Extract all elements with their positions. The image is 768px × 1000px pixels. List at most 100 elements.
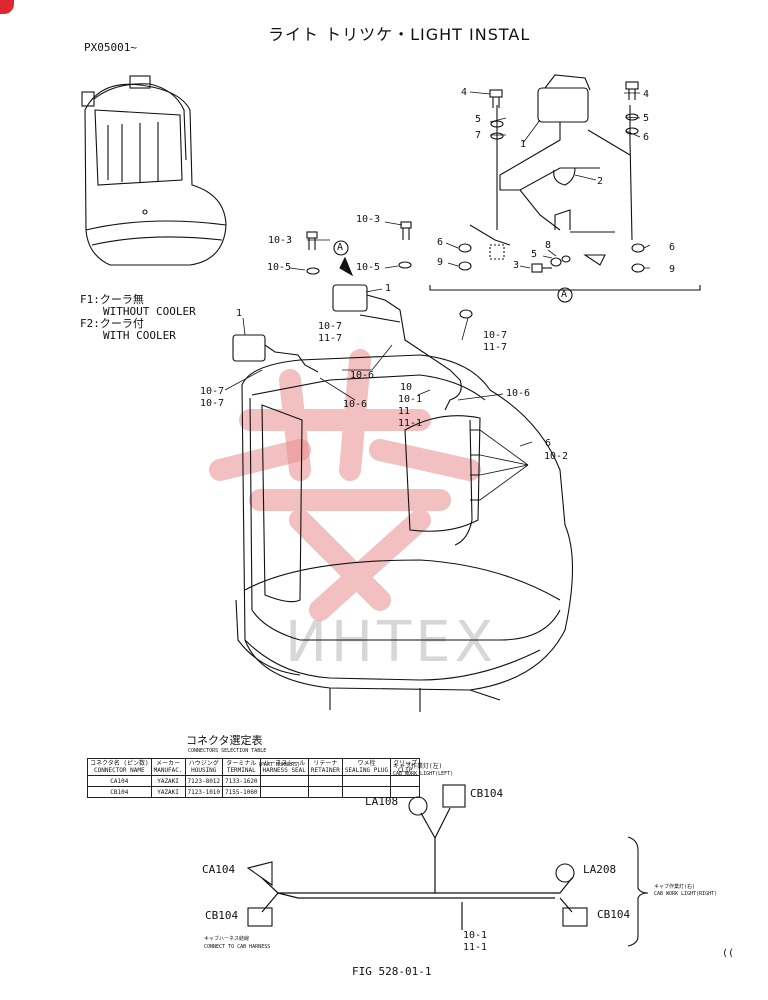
cab-main	[235, 354, 573, 712]
table-cell	[390, 786, 421, 798]
washer-10-5-right	[398, 261, 412, 269]
table-row: CB104 YAZAKI 7123-1010 7155-1060	[87, 786, 421, 798]
lamp-left	[232, 334, 319, 373]
table-cell	[259, 786, 309, 798]
callout-4b: 4	[643, 89, 650, 100]
callout-11-7b: 11-7	[483, 342, 508, 353]
callout-10-5-right: 10-5	[356, 262, 381, 273]
watermark-glyph	[209, 349, 481, 621]
edge-mark: ((	[722, 948, 735, 959]
view-a-circle-detail	[557, 287, 573, 303]
cab-harness-note: キャブハーネス結線	[204, 936, 250, 942]
view-a-circle-top	[333, 240, 349, 256]
callout-10-3-right: 10-3	[356, 214, 381, 225]
callout-3: 3	[513, 260, 520, 271]
table-row: CA104 YAZAKI 7123-8012 7133-1620	[87, 775, 421, 787]
clamp-10-7	[459, 309, 473, 319]
detail-fasteners	[458, 81, 645, 273]
callout-11-7a: 11-7	[318, 333, 343, 344]
table-header: コネクタ名 (ピン数)CONNECTOR NAME	[87, 758, 152, 776]
table-cell	[307, 786, 343, 798]
callout-11-1: 11-1	[398, 418, 423, 429]
right-light-note: キャブ作業灯(右)	[654, 884, 696, 890]
right-light-note-en: CAB WORK LIGHT(RIGHT)	[654, 891, 718, 897]
table-cell	[307, 775, 343, 787]
figure-number: FIG 528-01-1	[352, 965, 432, 978]
callout-5a: 5	[643, 113, 650, 124]
callout-1c: 1	[236, 308, 243, 319]
lamp-right	[332, 284, 462, 411]
table-cell	[341, 775, 392, 787]
page-title: ライト トリツケ・LIGHT INSTAL	[268, 25, 531, 44]
view-arrow	[339, 256, 354, 277]
harness-tail	[454, 519, 473, 546]
connector-cb104-right: CB104	[597, 908, 631, 921]
callout-1a: 1	[520, 139, 527, 150]
wire-label-10-1: 10-1	[463, 930, 488, 941]
callout-4a: 4	[461, 87, 468, 98]
callout-8: 8	[545, 240, 552, 251]
variant-f1: F1:クーラ無	[80, 293, 144, 306]
right-brace	[627, 836, 649, 947]
callout-1b: 1	[385, 283, 392, 294]
table-cell	[341, 786, 392, 798]
detail-a-label: A	[561, 289, 568, 300]
left-light-note-en: CAB WORK LIGHT(LEFT)	[393, 771, 454, 777]
washer-10-5-left	[306, 267, 320, 275]
connector-la208: LA208	[583, 863, 617, 876]
table-cell: CA104	[87, 775, 152, 787]
table-cell	[390, 775, 421, 787]
connector-cb104-top: CB104	[470, 787, 504, 800]
table-cell: 7133-1620	[222, 775, 261, 787]
callout-5b: 5	[475, 114, 482, 125]
bolt-10-3-left	[306, 231, 318, 250]
cab-harness-note-en: CONNECT TO CAB HARNESS	[204, 944, 271, 950]
leader-lines	[224, 91, 651, 501]
detail-a-drawing	[429, 74, 701, 291]
callout-2: 2	[597, 176, 604, 187]
callout-10-6c: 10-6	[343, 399, 368, 410]
table-cell	[259, 775, 309, 787]
left-light-note: キャブ作業灯(左)	[393, 763, 443, 770]
bolt-10-3-right	[400, 221, 412, 240]
wire-label-11-1: 11-1	[463, 942, 488, 953]
callout-10: 10	[400, 382, 413, 393]
wiring-harness	[261, 807, 573, 930]
parts-label: (PART NUMBERS)	[258, 762, 301, 768]
callout-6b: 6	[437, 237, 444, 248]
callout-10-7b: 10-7	[483, 330, 508, 341]
callout-5c: 5	[531, 249, 538, 260]
callout-9a: 9	[437, 257, 444, 268]
table-cell: 7123-8012	[184, 775, 224, 787]
serial-range: PX05001~	[84, 41, 137, 54]
table-cell: YAZAKI	[150, 786, 186, 798]
variant-f1-en: WITHOUT COOLER	[103, 305, 196, 318]
callout-9b: 9	[669, 264, 676, 275]
callout-10-2: 10-2	[544, 451, 569, 462]
callout-7: 7	[475, 130, 482, 141]
connectors	[246, 784, 588, 927]
connector-la108: LA108	[365, 795, 399, 808]
connector-ca104: CA104	[202, 863, 236, 876]
callout-6c: 6	[669, 242, 676, 253]
callout-10-1: 10-1	[398, 394, 423, 405]
callout-11: 11	[398, 406, 411, 417]
table-cell: 7155-1060	[222, 786, 261, 798]
callout-10-7c: 10-7	[200, 386, 225, 397]
harness-clips	[469, 419, 480, 521]
callout-10-7a: 10-7	[318, 321, 343, 332]
table-cell: 7123-1010	[184, 786, 224, 798]
corner-mark	[0, 0, 14, 14]
callout-10-6b: 10-6	[506, 388, 531, 399]
view-a-label: A	[337, 242, 344, 253]
connector-cb104-left: CB104	[205, 909, 239, 922]
callout-10-5-left: 10-5	[267, 262, 292, 273]
